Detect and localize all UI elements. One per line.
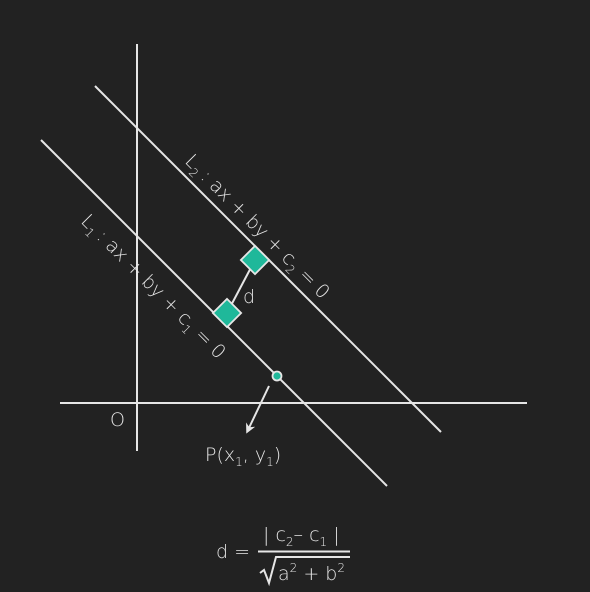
point-p-dot <box>271 370 283 382</box>
origin-label: O <box>110 409 125 431</box>
line-l1-equation-label: L1: ax + by + c1 = 0 <box>74 210 230 366</box>
point-p-label: P(x1, y1) <box>205 444 281 469</box>
formula-lhs: d = <box>216 541 250 563</box>
formula-denominator: a2 + b2 <box>278 561 345 585</box>
right-angle-marker-l1 <box>211 297 243 329</box>
distance-formula: d = | c2– c1 | a2 + b2 <box>216 524 350 587</box>
right-angle-marker-l2 <box>239 244 271 276</box>
line-l2-equation-label: L2: ax + by + c2 = 0 <box>178 150 334 306</box>
square-root-sign <box>259 556 350 587</box>
point-arrow <box>246 385 270 434</box>
formula-numerator: | c2– c1 | <box>263 524 340 549</box>
distance-label: d <box>243 286 255 308</box>
